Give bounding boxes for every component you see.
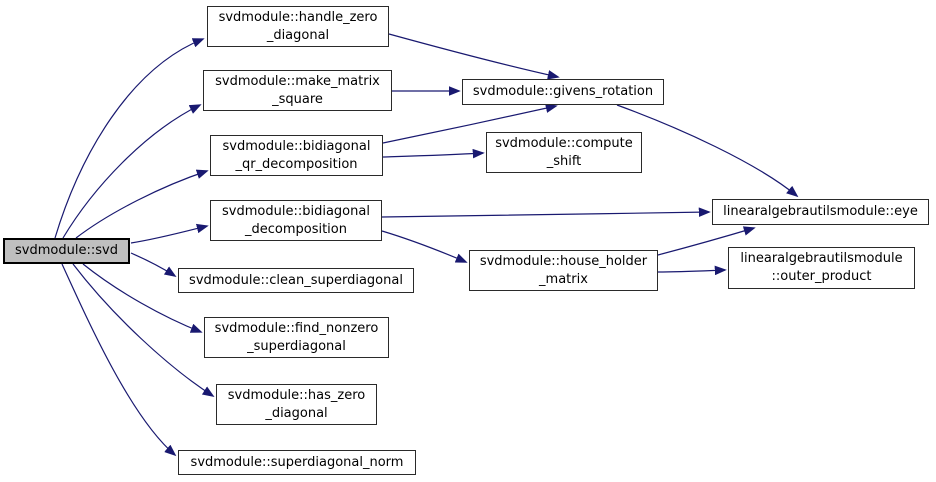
edge-svd-to-find-nonzero-superdiagonal [82, 263, 203, 333]
node-label: linearalgebrautilsmodule::eye [723, 204, 918, 219]
node-label: svdmodule::svd [15, 243, 118, 258]
edge-svd-to-bidiagonal-decomposition [130, 223, 209, 244]
edge-bidiagonal-decomposition-to-house-holder [381, 230, 468, 263]
edge-givens-rotation-to-eye [616, 104, 799, 198]
node-label: svdmodule::bidiagonal [222, 138, 371, 154]
node-label: svdmodule::givens_rotation [472, 84, 654, 99]
node-label: linearalgebrautilsmodule [740, 251, 903, 266]
node-has-zero-diagonal[interactable]: svdmodule::has_zero _diagonal [216, 384, 377, 425]
edge-bidiagonal-qr-to-givens-rotation [382, 103, 558, 144]
node-label: svdmodule::has_zero [227, 387, 366, 403]
node-label: _shift [546, 153, 582, 169]
edge-svd-to-clean-superdiagonal [130, 252, 177, 277]
node-clean-superdiagonal[interactable]: svdmodule::clean_superdiagonal [178, 268, 414, 293]
edge-svd-to-superdiagonal-norm [61, 263, 177, 457]
node-superdiagonal-norm[interactable]: svdmodule::superdiagonal_norm [178, 450, 416, 475]
edge-handle-zero-diagonal-to-givens-rotation [388, 33, 560, 80]
edge-house-holder-to-eye [657, 226, 756, 256]
node-label: _superdiagonal [247, 338, 346, 354]
node-svdmodule-svd: svdmodule::svd [3, 238, 130, 264]
node-make-matrix-square[interactable]: svdmodule::make_matrix _square [203, 70, 392, 111]
node-bidiagonal-decomposition[interactable]: svdmodule::bidiagonal _decomposition [210, 200, 382, 241]
edge-bidiagonal-decomposition-to-eye [381, 207, 711, 218]
node-label: ::outer_product [771, 269, 872, 284]
node-label: _matrix [539, 271, 588, 287]
node-label: svdmodule::superdiagonal_norm [190, 454, 404, 470]
node-label: _qr_decomposition [235, 156, 358, 172]
node-label: svdmodule::handle_zero [218, 9, 378, 25]
node-label: _square [272, 91, 323, 107]
edge-svd-to-handle-zero-diagonal [54, 38, 205, 239]
node-label: svdmodule::clean_superdiagonal [189, 272, 403, 288]
node-label: _diagonal [266, 27, 330, 43]
node-label: svdmodule::make_matrix [215, 73, 380, 89]
edge-svd-to-has-zero-diagonal [72, 263, 215, 397]
node-givens-rotation[interactable]: svdmodule::givens_rotation [462, 79, 664, 105]
node-label: svdmodule::bidiagonal [222, 203, 370, 219]
node-house-holder-matrix[interactable]: svdmodule::house_holder _matrix [469, 250, 658, 291]
node-find-nonzero-superdiagonal[interactable]: svdmodule::find_nonzero _superdiagonal [204, 317, 389, 358]
edge-svd-to-make-matrix-square [62, 104, 202, 239]
node-label: _decomposition [244, 221, 347, 237]
node-handle-zero-diagonal[interactable]: svdmodule::handle_zero _diagonal [207, 6, 389, 47]
node-compute-shift[interactable]: svdmodule::compute _shift [486, 132, 642, 173]
node-label: svdmodule::house_holder [479, 253, 648, 269]
node-label: _diagonal [265, 405, 328, 421]
node-bidiagonal-qr-decomposition[interactable]: svdmodule::bidiagonal _qr_decomposition [210, 135, 383, 176]
node-linearalgebrautils-outer-product[interactable]: linearalgebrautilsmodule ::outer_product [728, 247, 915, 289]
node-label: svdmodule::compute [495, 135, 633, 151]
edge-house-holder-to-outer-product [657, 265, 727, 276]
node-label: svdmodule::find_nonzero [214, 320, 379, 336]
edge-svd-to-bidiagonal-qr-decomposition [75, 169, 209, 239]
edge-bidiagonal-qr-to-compute-shift [382, 148, 485, 159]
node-linearalgebrautils-eye[interactable]: linearalgebrautilsmodule::eye [712, 199, 929, 225]
